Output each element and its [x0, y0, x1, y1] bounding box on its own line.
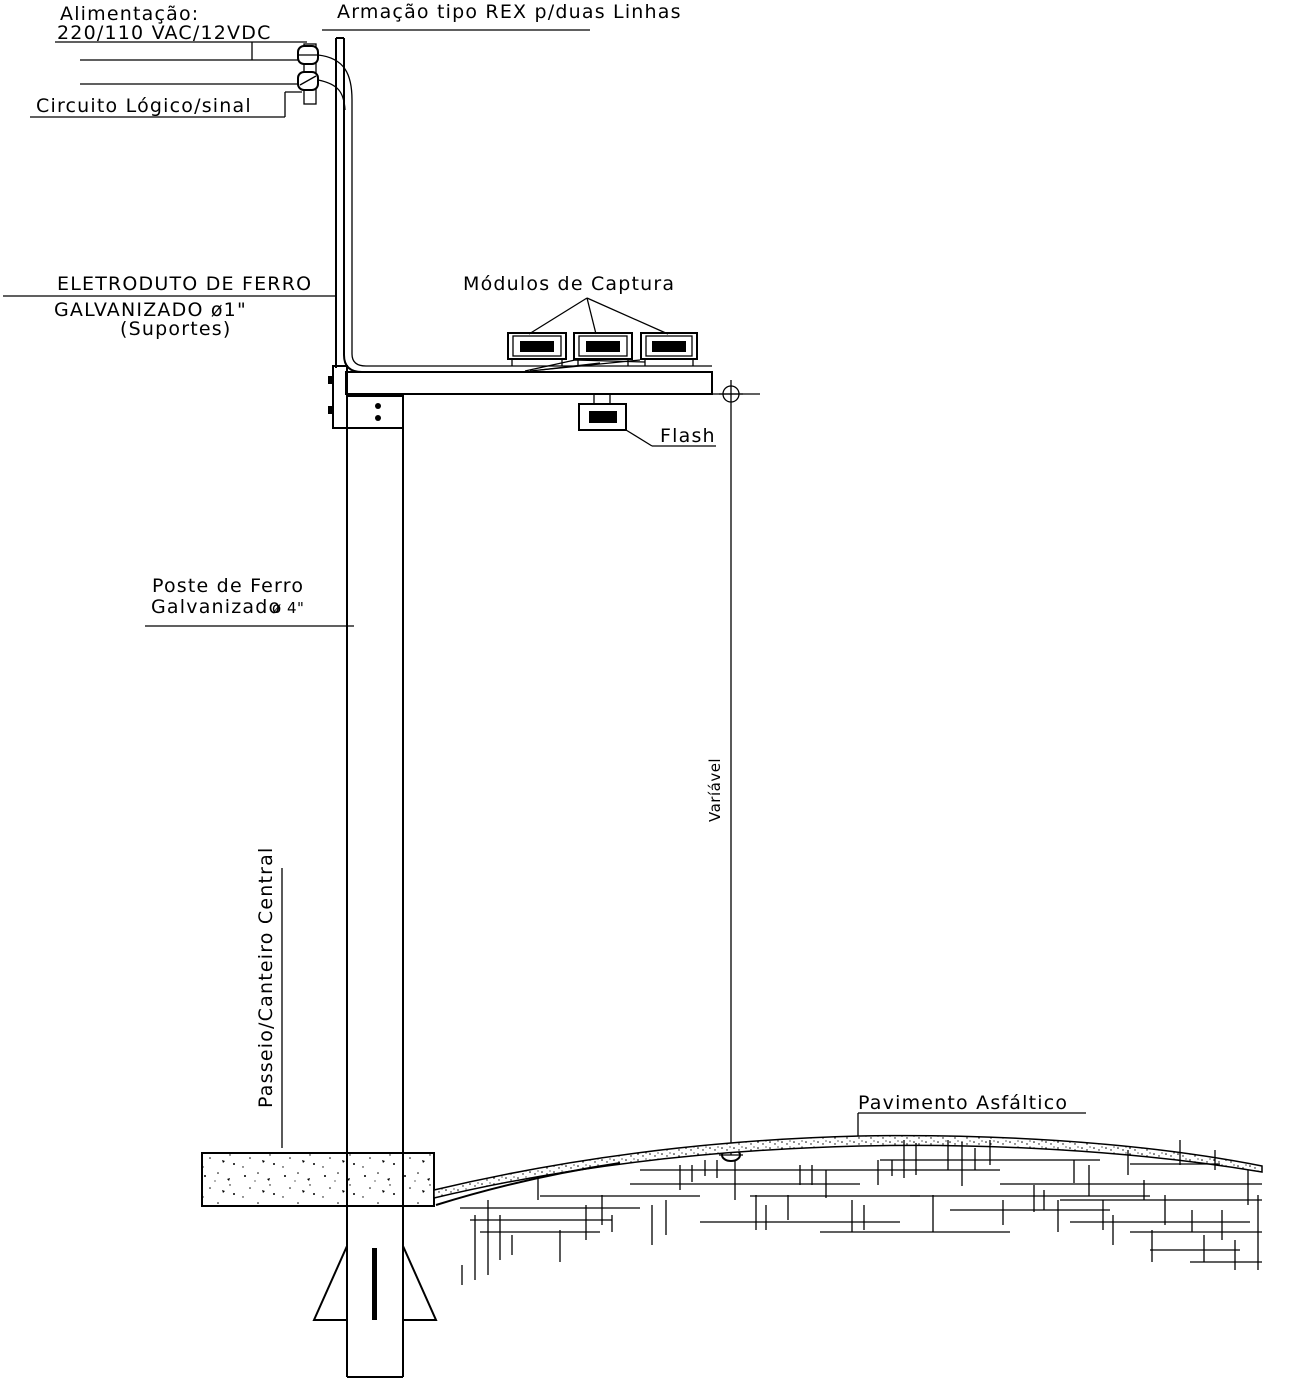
flash-housing	[578, 403, 627, 431]
power-supply-voltage: 220/110 VAC/12VDC	[57, 22, 272, 44]
conduit-label-line3: (Suportes)	[120, 318, 231, 340]
clamp-box	[346, 395, 404, 429]
sidewalk-label: Passeio/Canteiro Central	[255, 847, 277, 1108]
crossarm	[345, 371, 760, 395]
capture-modules-label: Módulos de Captura	[463, 273, 675, 295]
logic-circuit-label-group: Circuito Lógico/sinal	[30, 91, 302, 118]
conduit-label-group: ELETRODUTO DE FERRO GALVANIZADO ø1" (Sup…	[3, 273, 336, 340]
flash-label: Flash	[660, 425, 716, 447]
pole-label-line1: Poste de Ferro	[152, 575, 304, 597]
variable-height-label: Varíável	[706, 758, 724, 822]
pole-label-group: Poste de Ferro Galvanizado ø 4"	[145, 575, 354, 627]
rex-frame-label: Armação tipo REX p/duas Linhas	[337, 1, 682, 23]
drop-wire-2	[317, 79, 346, 111]
capture-module-1	[507, 332, 567, 366]
flash-unit: Flash	[578, 393, 716, 447]
module-wiring	[524, 359, 646, 372]
insulator-frame	[297, 43, 353, 111]
sidewalk: Passeio/Canteiro Central	[201, 847, 435, 1207]
clamp-plate	[332, 365, 348, 429]
insulator-top	[297, 45, 319, 65]
pole	[346, 428, 404, 1378]
conduit-label-line2: GALVANIZADO ø1"	[54, 299, 247, 321]
concrete-block	[201, 1152, 435, 1207]
pole-label-line2: Galvanizado	[151, 596, 281, 618]
power-supply-label-group: Alimentação: 220/110 VAC/12VDC	[55, 3, 307, 85]
pole-clamp	[328, 365, 404, 429]
road-base-hatching	[460, 1140, 1262, 1285]
crossarm-beam	[345, 371, 713, 395]
conduit-label-line1: ELETRODUTO DE FERRO	[57, 273, 312, 295]
pavement-label: Pavimento Asfáltico	[858, 1092, 1068, 1114]
power-supply-title: Alimentação:	[60, 3, 199, 25]
pavement-label-group: Pavimento Asfáltico	[857, 1092, 1086, 1136]
capture-modules-label-group: Módulos de Captura	[463, 273, 675, 335]
foundation	[312, 1245, 438, 1321]
rex-frame-label-group: Armação tipo REX p/duas Linhas	[322, 1, 682, 31]
insulator-bottom	[297, 71, 319, 91]
asphalt-pavement	[433, 1134, 1263, 1206]
height-dimension: Varíável	[706, 380, 743, 1162]
pole-diameter-label: ø 4"	[272, 599, 304, 617]
conduit	[335, 37, 712, 373]
capture-module-3	[640, 332, 698, 366]
logic-circuit-label: Circuito Lógico/sinal	[36, 95, 252, 117]
